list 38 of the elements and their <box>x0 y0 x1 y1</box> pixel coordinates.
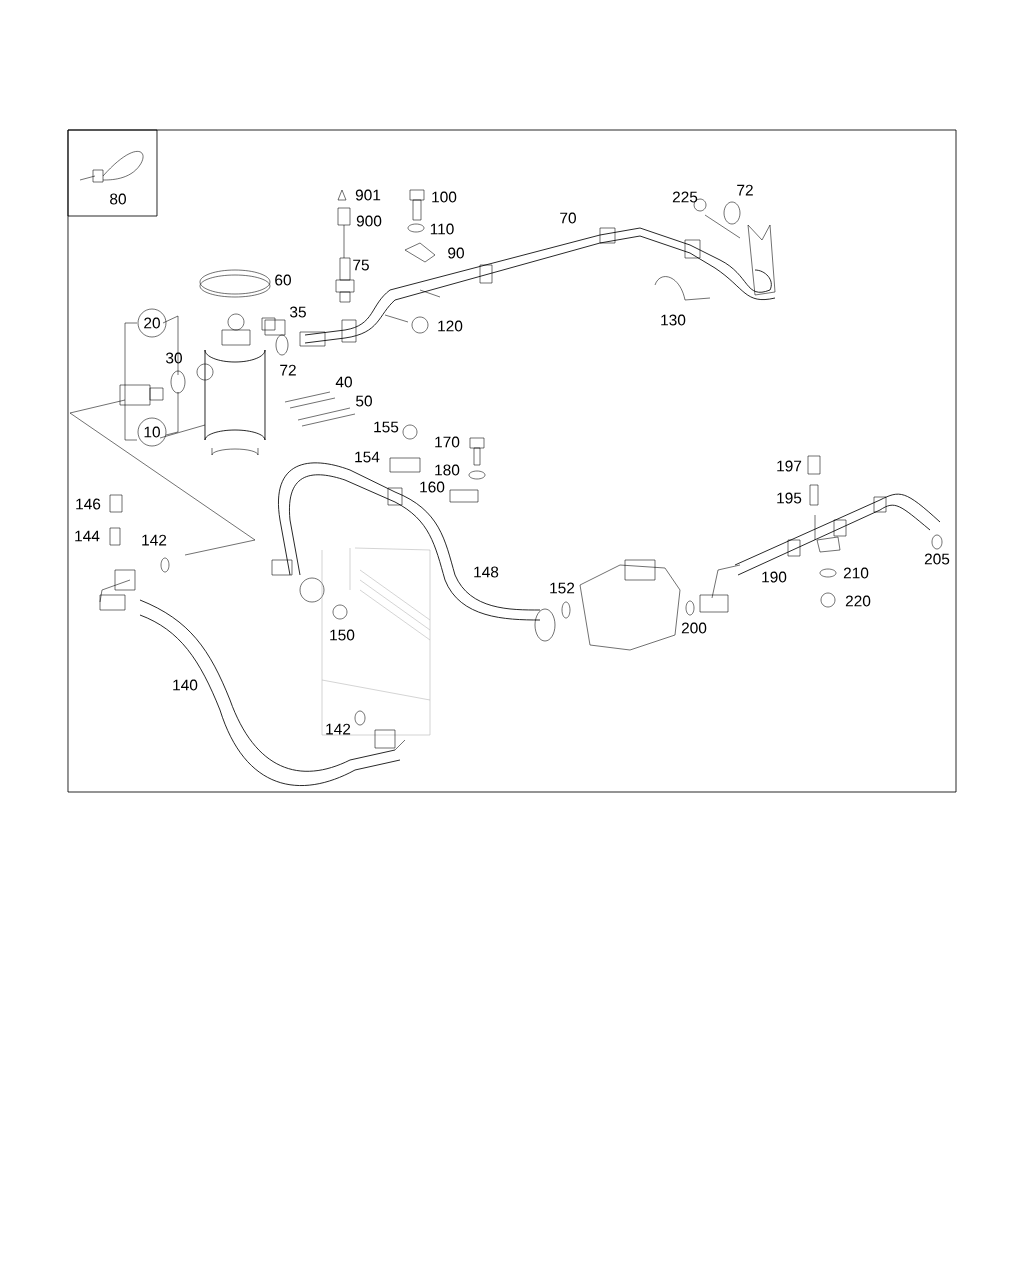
callout-number: 900 <box>356 215 382 227</box>
callout-number: 90 <box>448 247 464 259</box>
callout-number: 100 <box>432 191 457 203</box>
callout-number: 210 <box>843 567 869 579</box>
callout-number: 140 <box>173 679 198 691</box>
callout-number: 160 <box>420 481 445 493</box>
callout-number: 35 <box>290 306 306 318</box>
callout-number: 70 <box>560 212 576 224</box>
callout-number: 142 <box>142 534 167 546</box>
callout-number: 40 <box>335 376 352 388</box>
callout-number: 120 <box>438 320 463 332</box>
callout-number: 110 <box>430 223 454 235</box>
callout-number: 154 <box>355 451 380 463</box>
callout-number: 170 <box>435 436 460 448</box>
callout-number: 190 <box>762 571 787 583</box>
callout-number: 50 <box>356 395 372 407</box>
callout-number: 197 <box>777 460 802 472</box>
callout-number: 205 <box>924 553 950 565</box>
inset-box: 80 <box>67 129 158 217</box>
callout-number: 72 <box>280 364 296 376</box>
callout-number: 60 <box>275 274 291 286</box>
callout-number: 152 <box>550 582 575 594</box>
callout-number: 195 <box>777 492 802 504</box>
callout-number: 148 <box>474 566 499 578</box>
callout-number: 220 <box>845 595 871 607</box>
callout-number: 75 <box>353 259 369 271</box>
callout-number: 150 <box>330 629 355 641</box>
callout-number: 146 <box>76 498 101 510</box>
callout-number: 901 <box>355 189 381 201</box>
callout-number: 155 <box>374 421 399 433</box>
callout-number: 200 <box>681 622 707 634</box>
callout-number: 144 <box>75 530 100 542</box>
callout-number: 142 <box>326 723 351 735</box>
callout-number: 72 <box>737 184 753 196</box>
callout-number: 30 <box>166 352 182 364</box>
callout-number: 225 <box>672 191 698 203</box>
callout-number: 130 <box>661 314 686 326</box>
callout-number: 180 <box>435 464 460 476</box>
